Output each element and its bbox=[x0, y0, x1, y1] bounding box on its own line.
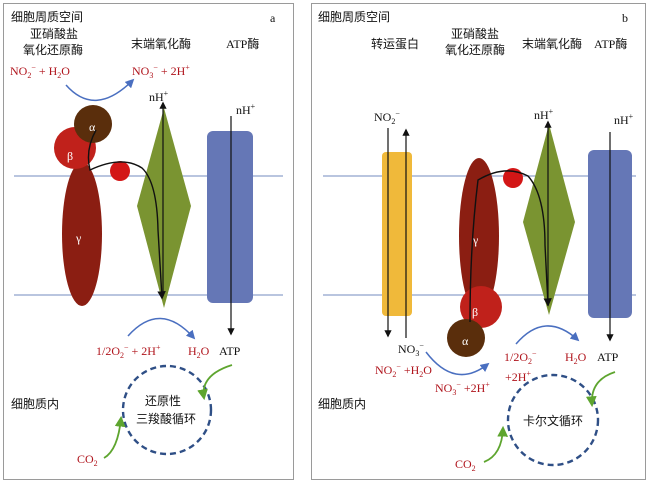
nxr-label-line1: 亚硝酸盐 bbox=[30, 26, 78, 41]
co2-input-arrow bbox=[103, 415, 126, 459]
nitrite-oxidation-arrow bbox=[65, 78, 135, 101]
nitrite-transporter bbox=[382, 152, 412, 316]
nxr-alpha-subunit bbox=[447, 319, 485, 357]
atp-label: ATP bbox=[597, 350, 619, 364]
no3-2h-label: NO3− + 2H+ bbox=[132, 63, 190, 80]
panel-letter: b bbox=[622, 11, 628, 25]
atp-label: ATP bbox=[219, 344, 241, 358]
terminal-oxidase bbox=[523, 124, 575, 315]
tca-cycle-label-line2: 三羧酸循环 bbox=[136, 411, 196, 426]
no2-h2o-label: NO2− + H2O bbox=[10, 63, 70, 80]
oxygen-reaction-line1: 1/2O2− bbox=[504, 349, 537, 366]
nitrite-top-label: NO2− bbox=[374, 109, 400, 126]
oxygen-reduction-arrow bbox=[127, 317, 196, 340]
oxidase-proton-label: nH+ bbox=[534, 107, 554, 122]
heme-cofactor bbox=[110, 161, 130, 181]
gamma-label: γ bbox=[472, 233, 479, 247]
nxr-label-line2: 氧化还原酶 bbox=[23, 42, 83, 57]
no3-2h-label: NO3− +2H+ bbox=[435, 380, 490, 397]
oxygen-reduction-arrow bbox=[515, 325, 580, 345]
cytoplasm-label: 细胞质内 bbox=[318, 397, 366, 411]
nitrate-bottom-label: NO3− bbox=[398, 341, 424, 358]
atpase-proton-label: nH+ bbox=[236, 102, 256, 117]
oxidase-label: 末端氧化酶 bbox=[522, 36, 582, 51]
periplasm-label: 细胞周质空间 bbox=[11, 10, 83, 24]
beta-label: β bbox=[67, 149, 73, 163]
calvin-cycle bbox=[506, 373, 600, 467]
nitrite-oxidation-arrow bbox=[425, 351, 490, 376]
water-label: H2O bbox=[188, 344, 210, 360]
electron-transfer-arrow bbox=[87, 129, 166, 300]
co2-label: CO2 bbox=[77, 452, 98, 468]
atp-input-arrow bbox=[585, 371, 616, 408]
cytoplasm-label: 细胞质内 bbox=[11, 397, 59, 411]
alpha-label: α bbox=[89, 120, 96, 134]
panel-a: 细胞周质空间 a 亚硝酸盐 氧化还原酶 末端氧化酶 ATP酶 NO2− + H2… bbox=[3, 3, 294, 480]
water-label: H2O bbox=[565, 350, 587, 366]
panel-letter: a bbox=[270, 11, 276, 25]
panel-b-frame bbox=[311, 3, 646, 480]
gamma-label: γ bbox=[75, 231, 82, 245]
co2-label: CO2 bbox=[455, 457, 476, 473]
atpase-complex bbox=[207, 131, 253, 303]
periplasm-label: 细胞周质空间 bbox=[318, 10, 390, 24]
atpase-proton-label: nH+ bbox=[614, 112, 634, 127]
oxidase-proton-label: nH+ bbox=[149, 89, 169, 104]
panel-a-frame bbox=[3, 3, 294, 480]
nxr-gamma-subunit bbox=[459, 158, 499, 314]
atp-input-arrow bbox=[197, 364, 233, 401]
oxygen-reaction-line2: +2H+ bbox=[505, 369, 531, 384]
nxr-gamma-subunit bbox=[62, 162, 102, 306]
reductive-tca-cycle bbox=[121, 364, 213, 456]
calvin-cycle-label: 卡尔文循环 bbox=[523, 413, 583, 428]
co2-input-arrow bbox=[483, 425, 509, 463]
atpase-label: ATP酶 bbox=[594, 36, 627, 51]
nxr-alpha-subunit bbox=[74, 105, 112, 143]
panel-b: 细胞周质空间 b 转运蛋白 亚硝酸盐 氧化还原酶 末端氧化酶 ATP酶 NO2−… bbox=[311, 3, 646, 480]
heme-cofactor bbox=[503, 168, 523, 188]
oxygen-reaction-label: 1/2O2− + 2H+ bbox=[96, 343, 161, 360]
alpha-label: α bbox=[462, 334, 469, 348]
nxr-label-line1: 亚硝酸盐 bbox=[451, 26, 499, 41]
oxidase-label: 末端氧化酶 bbox=[131, 36, 191, 51]
nxr-label-line2: 氧化还原酶 bbox=[445, 42, 505, 57]
transporter-label: 转运蛋白 bbox=[371, 36, 419, 51]
terminal-oxidase bbox=[137, 108, 191, 308]
electron-transfer-arrow bbox=[469, 170, 552, 323]
tca-cycle-label-line1: 还原性 bbox=[145, 394, 181, 408]
no2-h2o-label: NO2− +H2O bbox=[375, 362, 432, 379]
beta-label: β bbox=[472, 305, 478, 319]
atpase-label: ATP酶 bbox=[226, 36, 259, 51]
